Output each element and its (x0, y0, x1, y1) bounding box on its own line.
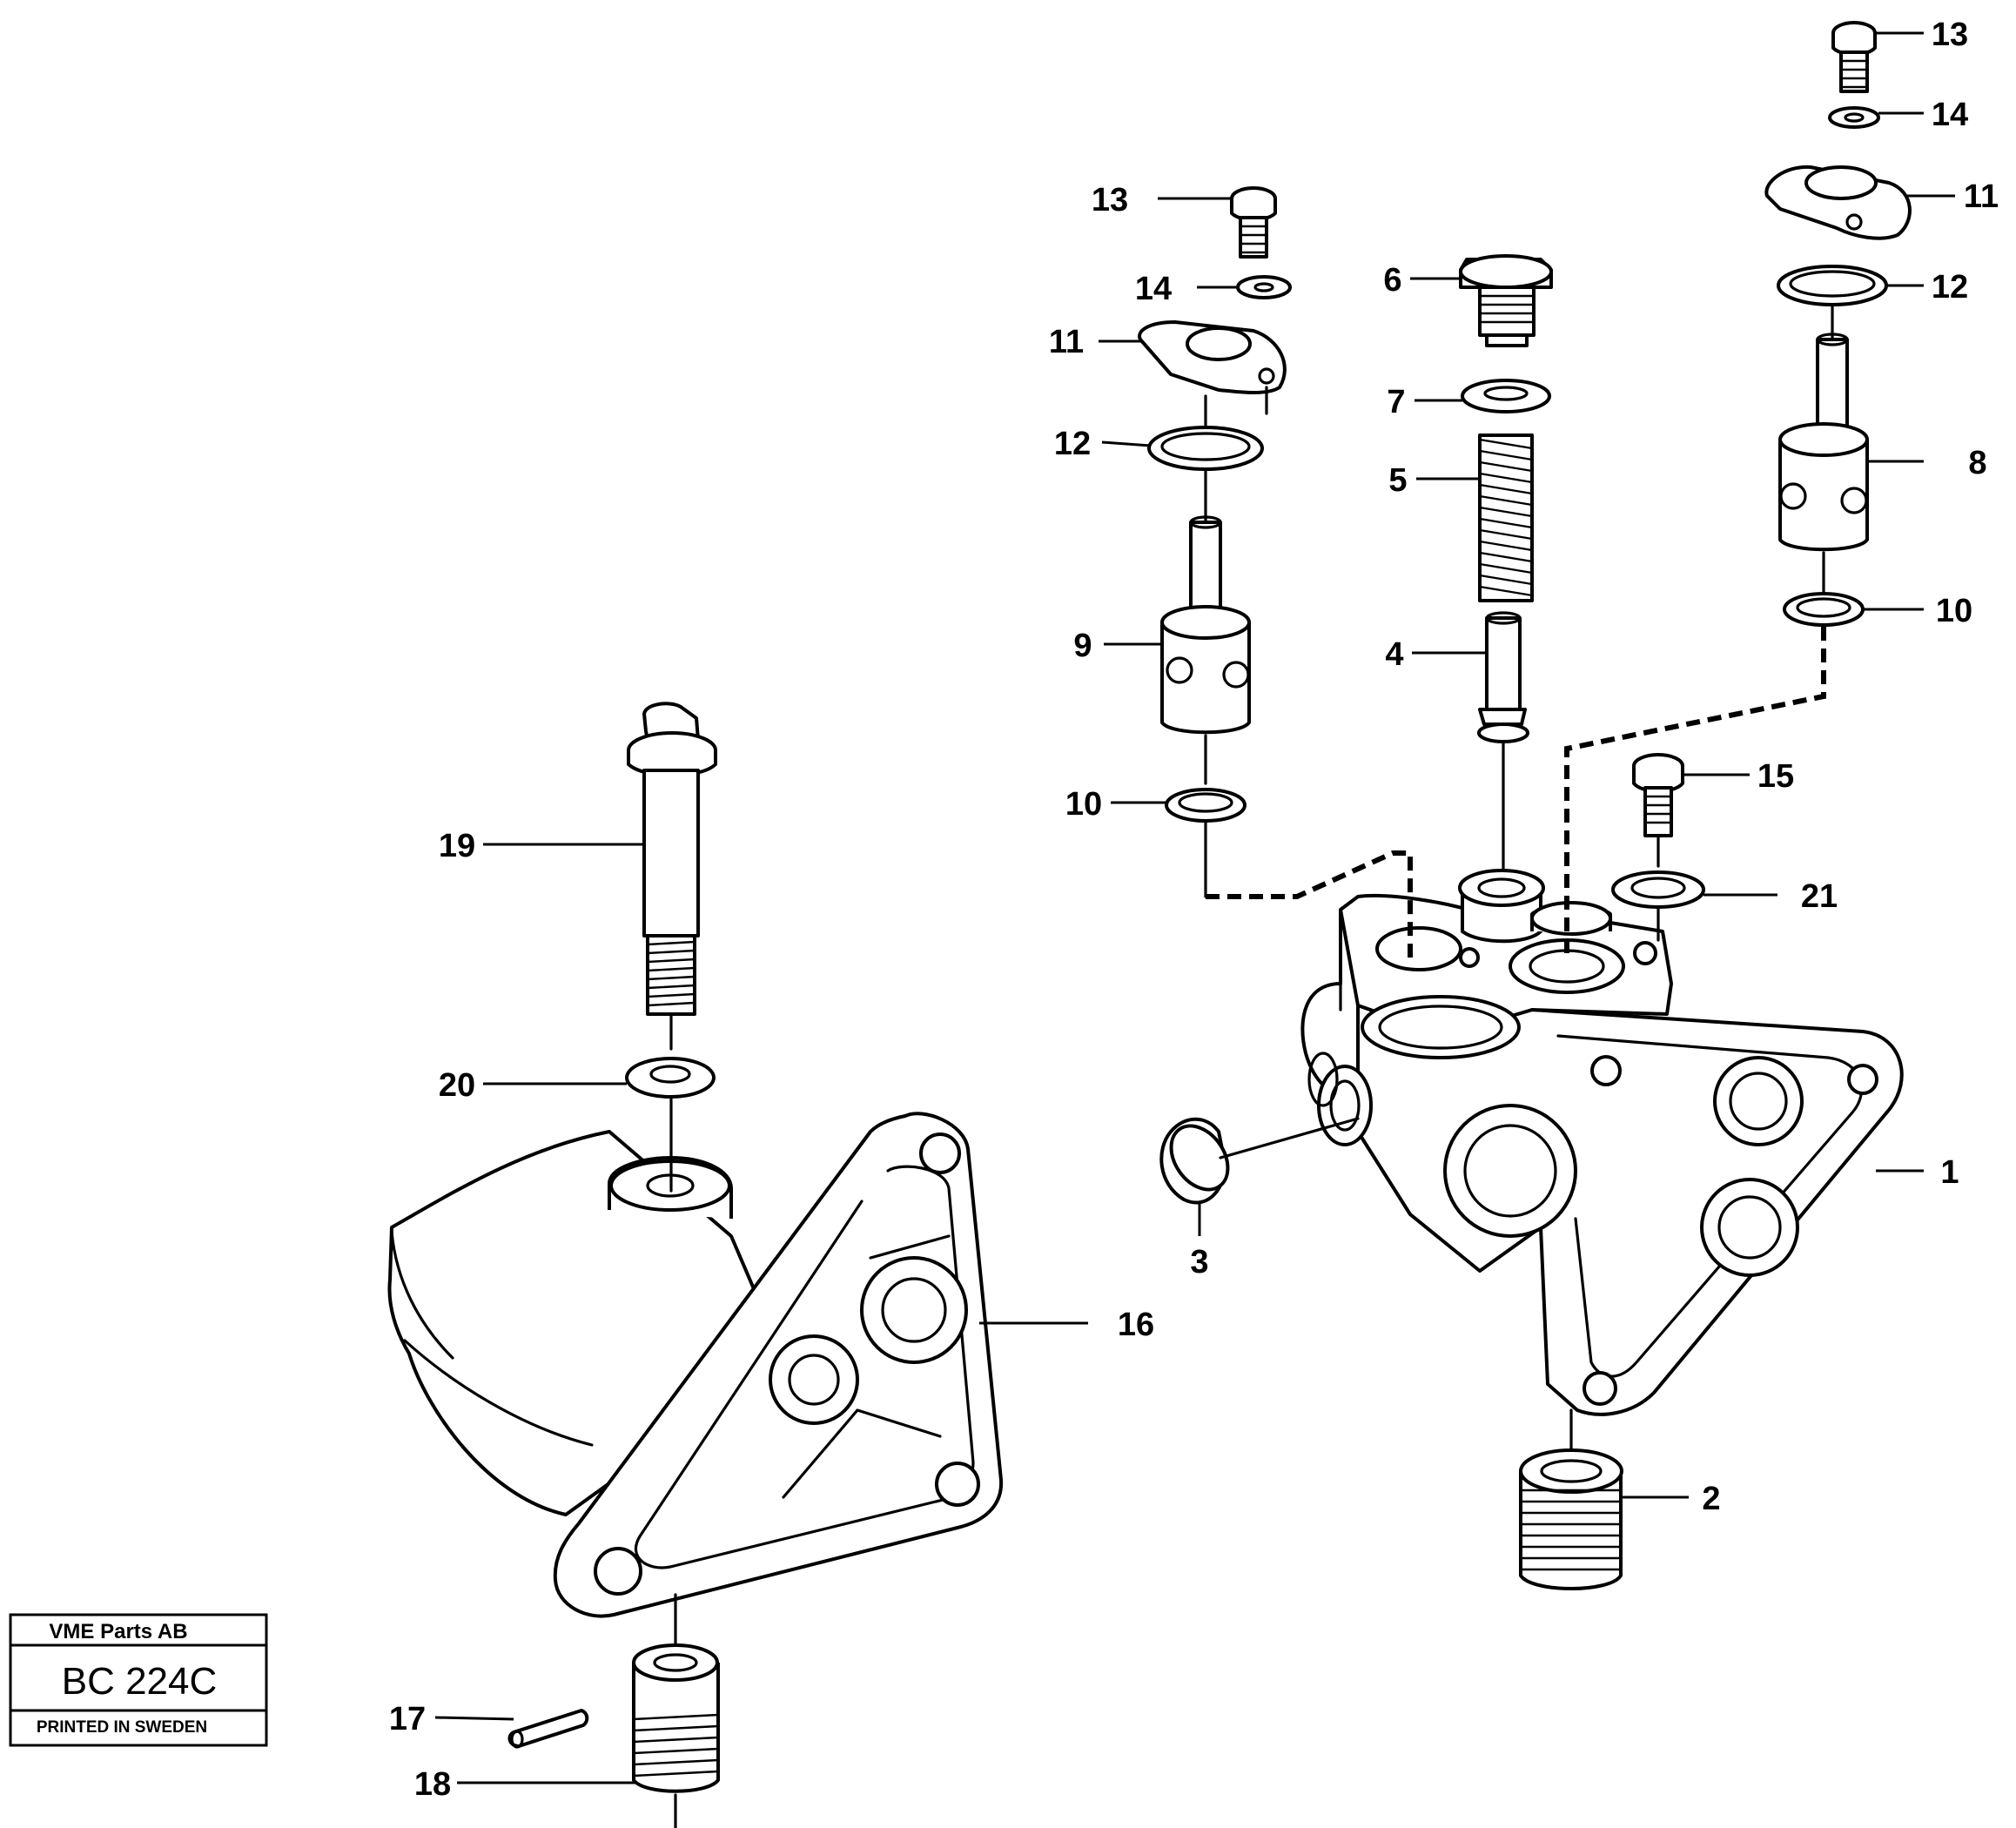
stamp-company: VME Parts AB (49, 1620, 187, 1643)
washer-part-14-right (1828, 106, 1880, 129)
callout-11-left: 11 (1049, 324, 1084, 360)
nipple-part-18 (632, 1593, 720, 1828)
assembly-path-right-valve (1564, 627, 1826, 958)
callout-11-right: 11 (1964, 178, 1999, 215)
piston-part-4 (1477, 611, 1529, 872)
spring-part-5 (1478, 433, 1534, 602)
callout-9: 9 (1073, 628, 1092, 664)
nipple-part-2 (1519, 1408, 1623, 1590)
callout-14-right: 14 (1932, 97, 1968, 133)
callout-14-left: 14 (1135, 271, 1172, 307)
bolt-part-15 (1632, 753, 1684, 868)
filter-bracket-part-16 (387, 1112, 1004, 1618)
washer-part-14-left (1236, 275, 1292, 299)
callout-19: 19 (439, 828, 475, 864)
callout-12-left: 12 (1054, 426, 1091, 462)
callout-16: 16 (1118, 1307, 1154, 1343)
callout-18: 18 (414, 1766, 451, 1803)
callout-17: 17 (389, 1701, 426, 1737)
seal-ring-part-12-left (1147, 426, 1264, 524)
callout-20: 20 (439, 1067, 475, 1104)
bolt-part-19 (627, 702, 717, 1051)
seal-ring-part-12-right (1777, 265, 1888, 341)
stamp-code: BC 224C (62, 1660, 218, 1703)
bolt-part-13-right (1831, 21, 1877, 93)
callout-12-right: 12 (1932, 269, 1968, 306)
callout-8: 8 (1968, 445, 1986, 481)
leader-lines (434, 31, 1955, 1784)
callout-13-right: 13 (1932, 17, 1968, 53)
callout-4: 4 (1385, 636, 1403, 673)
plug-part-6 (1459, 254, 1553, 347)
callout-10-right: 10 (1936, 593, 1972, 629)
callout-10-left: 10 (1065, 786, 1102, 823)
pin-part-17 (507, 1709, 589, 1749)
callout-labels: 13 14 11 12 9 10 6 7 5 4 13 14 11 12 8 1… (389, 17, 1999, 1803)
valve-part-9 (1160, 515, 1251, 785)
callout-13-left: 13 (1092, 182, 1128, 218)
callout-2: 2 (1702, 1481, 1720, 1517)
washer-part-7 (1461, 379, 1551, 413)
callout-3: 3 (1190, 1244, 1208, 1280)
stamp-printed: PRINTED IN SWEDEN (37, 1718, 207, 1737)
valve-part-8 (1778, 333, 1869, 594)
callout-7: 7 (1387, 384, 1405, 420)
publisher-stamp: VME Parts AB BC 224C PRINTED IN SWEDEN (9, 1613, 268, 1747)
callout-5: 5 (1388, 462, 1407, 499)
callout-21: 21 (1801, 878, 1838, 915)
seal-ring-part-10-right (1783, 592, 1865, 627)
bolt-part-13-left (1230, 186, 1277, 259)
washer-part-20 (625, 1057, 716, 1193)
callout-15: 15 (1757, 758, 1794, 795)
assembly-path-left-valve (1206, 850, 1413, 958)
seal-ring-part-10-left (1165, 788, 1247, 898)
callout-1: 1 (1940, 1154, 1959, 1191)
cover-part-11-right (1764, 165, 1912, 240)
callout-6: 6 (1383, 262, 1401, 299)
housing-part-1 (1300, 869, 1904, 1416)
cover-part-11-left (1138, 320, 1287, 428)
plug-part-3 (1159, 1117, 1360, 1205)
washer-part-21 (1611, 870, 1705, 942)
